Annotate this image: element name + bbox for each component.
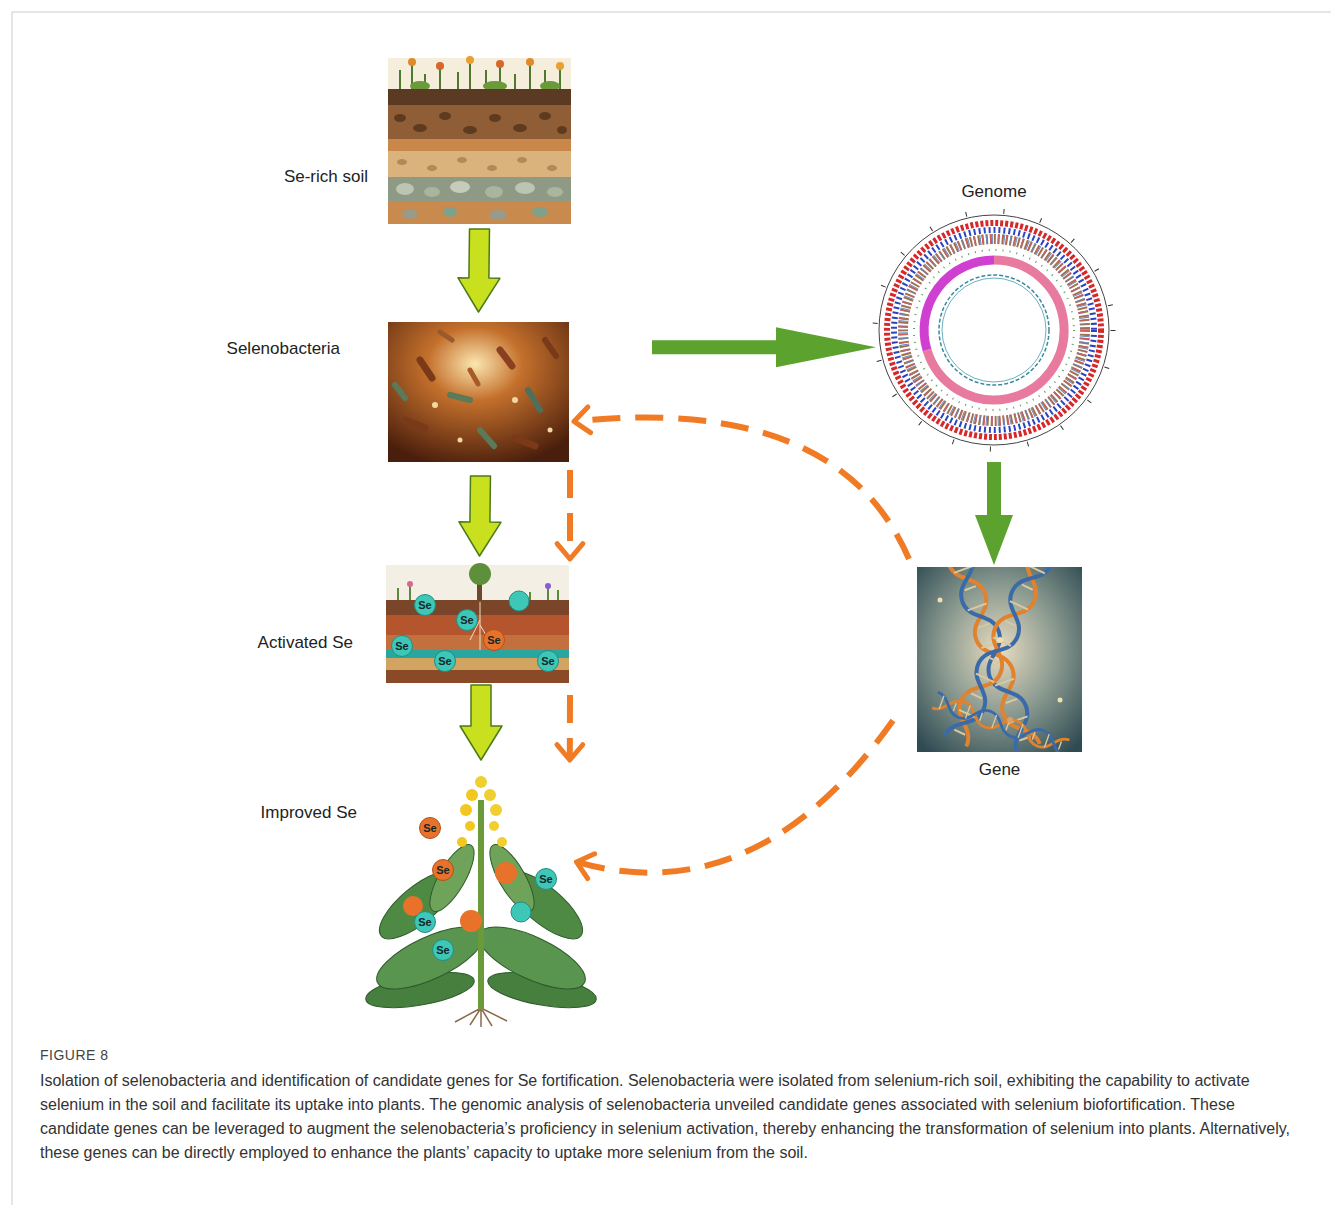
dashed-line: [574, 417, 909, 559]
arrow-head: [557, 745, 583, 760]
dashed-line: [576, 721, 893, 873]
figure-caption: Isolation of selenobacteria and identifi…: [40, 1069, 1295, 1165]
flow-arrow: [652, 327, 876, 367]
panel-label: Selenobacteria: [227, 339, 340, 359]
element-symbol: Se: [539, 873, 552, 885]
se-circle: Se: [432, 939, 454, 961]
arrow-shape: [652, 327, 876, 367]
panel-label: Gene: [979, 760, 1021, 780]
se-circle: Se: [414, 594, 436, 616]
arrow-head: [576, 854, 594, 879]
arrow-shape: [459, 476, 501, 556]
element-symbol: Se: [395, 640, 408, 652]
dna-illustration: [917, 567, 1082, 752]
flow-arrow: [975, 462, 1013, 565]
flow-arrow: [557, 470, 583, 559]
se-circle: Se: [419, 817, 441, 839]
flow-arrow: [458, 229, 500, 312]
se-circle: Se: [537, 650, 559, 672]
element-symbol: Se: [436, 864, 449, 876]
se-circle: Se: [432, 859, 454, 881]
arrow-shape: [458, 229, 500, 312]
dashed-line: [567, 695, 573, 760]
element-symbol: Se: [423, 822, 436, 834]
element-symbol: Se: [436, 944, 449, 956]
flow-arrow: [459, 476, 501, 556]
arrow-shape: [975, 462, 1013, 565]
dashed-line: [567, 470, 573, 559]
panel-label: Activated Se: [258, 633, 353, 653]
picture-panel: Selenobacteria: [388, 322, 569, 462]
panel-label: Genome: [961, 182, 1026, 202]
figure-number: FIGURE 8: [40, 1047, 1295, 1063]
arrow-head: [574, 407, 591, 433]
genome-illustration: [875, 211, 1113, 449]
element-symbol: Se: [541, 655, 554, 667]
activated-soil-illustration: [386, 563, 569, 683]
element-symbol: Se: [438, 655, 451, 667]
se-circle: Se: [456, 609, 478, 631]
flow-arrow: [557, 695, 583, 760]
caption-block: FIGURE 8 Isolation of selenobacteria and …: [40, 1047, 1295, 1165]
picture-panel: Genome: [876, 206, 1112, 456]
picture-panel: Improved SeSeSeSeSeSe: [370, 765, 592, 1027]
soil-illustration: [388, 56, 571, 224]
picture-panel: Activated SeSeSeSeSeSeSe: [386, 565, 569, 683]
element-symbol: Se: [460, 614, 473, 626]
element-symbol: Se: [418, 599, 431, 611]
arrow-shape: [460, 685, 502, 760]
flow-arrow: [574, 407, 909, 559]
se-circle: Se: [414, 911, 436, 933]
arrow-head: [557, 544, 583, 559]
flow-arrow: [576, 721, 893, 879]
se-circle: Se: [434, 650, 456, 672]
element-symbol: Se: [487, 634, 500, 646]
picture-panel: Se-rich soil: [388, 58, 571, 224]
se-circle: Se: [391, 635, 413, 657]
bacteria-illustration: [388, 322, 569, 462]
element-symbol: Se: [418, 916, 431, 928]
panel-label: Se-rich soil: [284, 167, 368, 187]
panel-label: Improved Se: [261, 803, 357, 823]
plant-illustration: [363, 776, 599, 1027]
se-circle: Se: [535, 868, 557, 890]
picture-panel: Gene: [917, 567, 1082, 752]
se-circle: Se: [483, 629, 505, 651]
flow-arrow: [460, 685, 502, 760]
